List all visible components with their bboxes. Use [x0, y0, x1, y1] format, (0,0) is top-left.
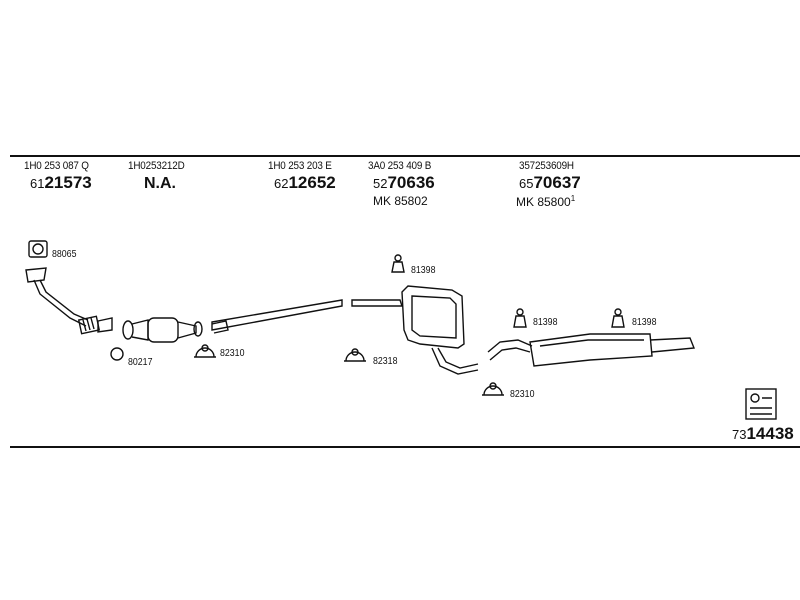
part-label-hanger-right: 81398 — [632, 317, 657, 328]
code-prefix-1: 61 — [30, 176, 45, 191]
catalog-code-4: 5270636 — [373, 173, 435, 192]
footer-code-prefix: 73 — [732, 427, 747, 442]
front-pipe-icon — [25, 267, 113, 335]
middle-silencer-icon — [351, 285, 479, 375]
clamp-icon — [344, 348, 366, 362]
oem-number-1: 1H0 253 087 Q — [24, 160, 89, 172]
footer-catalog-code: 7314438 — [732, 424, 794, 443]
code-prefix-3: 62 — [274, 176, 289, 191]
clamp-icon — [482, 382, 504, 396]
hanger-icon — [391, 254, 405, 273]
code-main-1: 21573 — [44, 173, 92, 192]
bottom-rule — [10, 446, 800, 448]
code-main-4: 70636 — [387, 173, 435, 192]
code-main-3: 12652 — [288, 173, 336, 192]
code-main-5: 70637 — [533, 173, 581, 192]
top-rule — [10, 155, 800, 157]
mk-code-5: MK 858001 — [516, 194, 575, 209]
mk-code-5-text: MK 85800 — [516, 195, 571, 209]
clamp-icon — [194, 344, 216, 358]
part-label-clamp2: 82318 — [373, 356, 398, 367]
code-prefix-5: 65 — [519, 176, 534, 191]
code-prefix-4: 52 — [373, 176, 388, 191]
catalog-code-5: 6570637 — [519, 173, 581, 192]
intermediate-pipe-icon — [211, 299, 343, 334]
not-available-label: N.A. — [144, 175, 176, 192]
oem-number-3: 1H0 253 203 E — [268, 160, 332, 172]
catalog-code-3: 6212652 — [274, 173, 336, 192]
catalog-logo-icon — [745, 388, 777, 420]
catalytic-converter-icon — [122, 317, 203, 343]
catalog-code-1: 6121573 — [30, 173, 92, 192]
hanger-icon — [513, 308, 527, 328]
hanger-icon — [611, 308, 625, 328]
part-label-hanger-mid: 81398 — [533, 317, 558, 328]
gasket-icon — [28, 240, 48, 258]
part-label-hanger-top: 81398 — [411, 265, 436, 276]
footer-code-main: 14438 — [746, 424, 794, 443]
part-label-clamp1: 82310 — [220, 348, 245, 359]
part-label-clamp3: 82310 — [510, 389, 535, 400]
mk-code-4: MK 85802 — [373, 194, 428, 208]
ring-icon — [110, 347, 124, 361]
oem-number-2: 1H0253212D — [128, 160, 185, 172]
mk-code-5-sup: 1 — [570, 194, 576, 203]
part-label-gasket: 88065 — [52, 249, 77, 260]
part-label-ring: 80217 — [128, 357, 153, 368]
oem-number-4: 3A0 253 409 B — [368, 160, 432, 172]
rear-silencer-icon — [487, 333, 695, 367]
oem-number-5: 357253609H — [519, 160, 574, 172]
